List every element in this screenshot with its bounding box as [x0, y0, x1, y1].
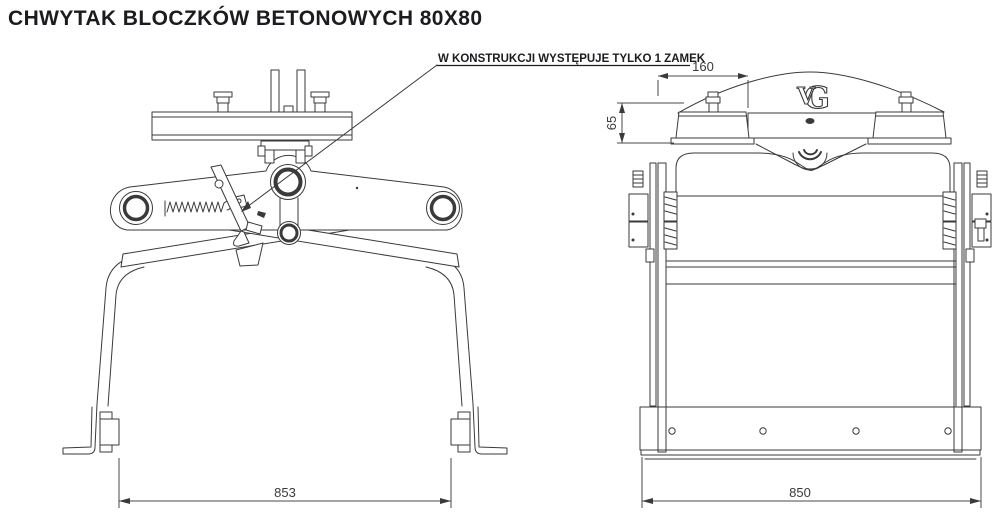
- plate-hole: [852, 427, 860, 435]
- dimension-box-height: 65: [604, 102, 684, 144]
- dim-853-label: 853: [274, 485, 296, 500]
- lock-latch: [210, 164, 266, 267]
- right-side-box: [867, 91, 952, 145]
- plate-hole: [944, 427, 952, 435]
- right-rail: [942, 162, 992, 453]
- side-body: [665, 152, 957, 407]
- dimension-top-box-width: 160: [657, 59, 749, 108]
- center-plate: [747, 112, 877, 139]
- drawing-title: CHWYTAK BLOCZKÓW BETONOWYCH 80X80: [8, 6, 482, 30]
- latch-pin-hole: [214, 179, 224, 189]
- construction-note: W KONSTRUKCJI WYSTĘPUJE TYLKO 1 ZAMEK: [241, 53, 706, 212]
- vg-logo-g: G: [804, 81, 830, 116]
- dim-65-label: 65: [604, 116, 619, 130]
- left-side-box: [670, 91, 755, 145]
- note-text: W KONSTRUKCJI WYSTĘPUJE TYLKO 1 ZAMEK: [438, 53, 706, 65]
- dim-850-label: 850: [789, 485, 811, 500]
- left-rail: [628, 162, 678, 453]
- dim-160-label: 160: [692, 59, 714, 74]
- vg-logo: G V: [796, 80, 831, 116]
- side-view: G V: [604, 59, 992, 508]
- lock-wedge: [235, 242, 264, 267]
- dimension-front-grip-width: 853: [118, 458, 452, 508]
- plate-bolt-left: [213, 91, 233, 113]
- front-left-leg: [62, 254, 145, 455]
- vg-logo-v: V: [796, 83, 816, 110]
- right-grip-pad-tab: [457, 411, 471, 420]
- pivot-bushings: [119, 164, 460, 245]
- center-plate-hole: [805, 118, 815, 124]
- right-grip-pad: [450, 418, 471, 446]
- plate-hole: [759, 427, 767, 435]
- left-grip-pad-tab: [99, 411, 113, 420]
- left-rod: [270, 69, 280, 113]
- top-plate: [151, 111, 353, 141]
- center-sheave: [755, 143, 867, 171]
- leader-arrow: [241, 201, 251, 212]
- bottom-plate: [639, 406, 982, 460]
- front-view: 853: [62, 69, 508, 508]
- plate-bolt-right: [310, 91, 330, 113]
- dimension-side-base-width: 850: [641, 457, 982, 508]
- right-rod: [296, 69, 306, 113]
- left-grip-pad: [99, 418, 120, 446]
- center-lock-link: [279, 197, 299, 227]
- suspension-plate-assembly: [151, 69, 353, 164]
- front-right-leg: [425, 254, 508, 455]
- plate-hole: [668, 427, 676, 435]
- leader-line: [242, 64, 438, 211]
